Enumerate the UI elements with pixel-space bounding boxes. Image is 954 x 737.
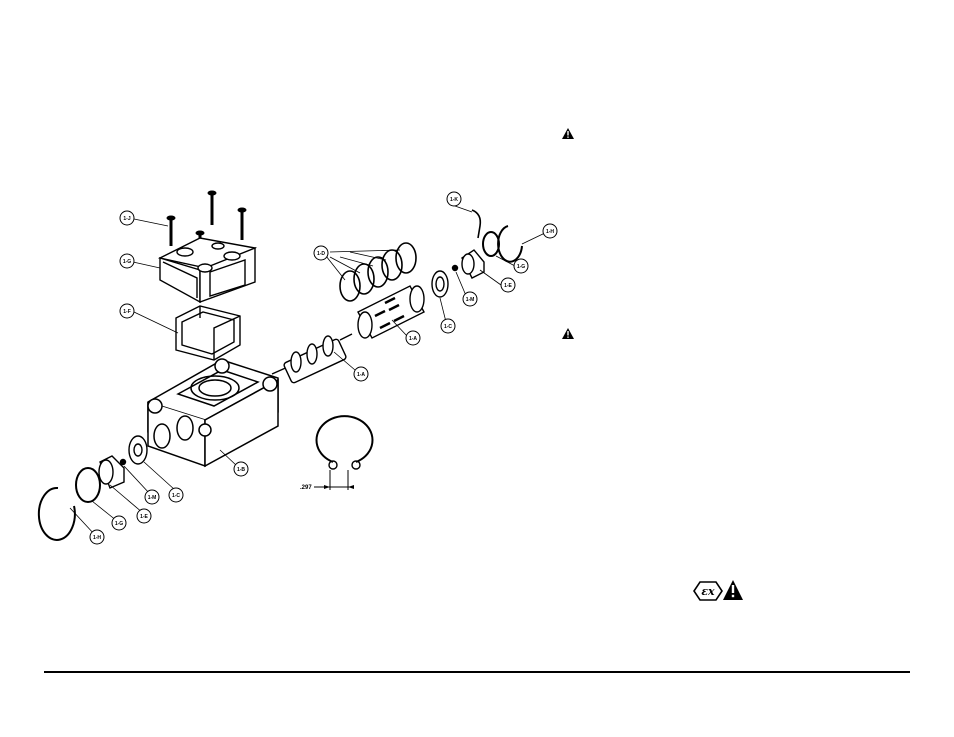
callout-label: 1-H — [93, 535, 101, 541]
svg-text:εx: εx — [701, 585, 715, 598]
dimension-label: .297 — [300, 485, 312, 491]
callout-label: 1-A — [409, 336, 417, 342]
atex-ex-icon: εx — [694, 582, 722, 600]
left-end-parts — [39, 436, 147, 540]
callout-label: 1-G — [517, 264, 525, 270]
callout-label: 1-G — [123, 259, 131, 265]
callout-label: 1-K — [450, 197, 458, 203]
sleeve — [358, 286, 424, 338]
spool — [272, 334, 352, 384]
callout-label: 1-D — [317, 251, 325, 257]
warning-icon — [562, 128, 574, 139]
end-cap-cover — [160, 238, 255, 302]
callout-label: 1-A — [357, 372, 365, 378]
valve-body — [148, 359, 278, 466]
gasket-liner — [176, 306, 240, 360]
warning-icon — [723, 580, 743, 600]
callout-label: 1-M — [466, 297, 475, 303]
callout-label: 1-M — [148, 495, 157, 501]
callout-label: 1-C — [444, 324, 452, 330]
callout-label: 1-E — [140, 514, 148, 520]
callout-label: 1-G — [115, 521, 123, 527]
callout-label: 1-C — [172, 493, 180, 499]
footer-rule — [44, 671, 910, 673]
snap-ring-detail — [314, 416, 373, 490]
callout-label: 1-B — [237, 467, 245, 473]
callout-label: 1-F — [123, 309, 131, 315]
callout-label: 1-E — [504, 283, 512, 289]
warning-icon — [562, 328, 574, 339]
callout-label: 1-J — [123, 216, 130, 222]
callout-label: 1-H — [546, 229, 554, 235]
